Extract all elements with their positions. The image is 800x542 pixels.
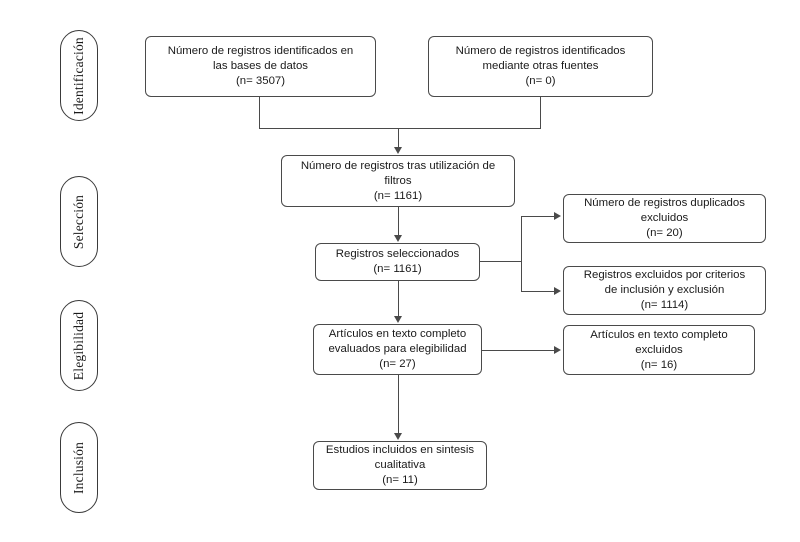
stage-label-text: Identificación bbox=[71, 36, 87, 115]
arrowhead-to-duplicates-excluded bbox=[554, 212, 561, 220]
stage-label-text: Inclusión bbox=[71, 441, 87, 494]
stage-label-inclusion: Inclusión bbox=[60, 422, 98, 513]
box-records-databases: Número de registros identificados en las… bbox=[145, 36, 376, 97]
stage-label-seleccion: Selección bbox=[60, 176, 98, 267]
box-criteria-excluded: Registros excluidos por criterios de inc… bbox=[563, 266, 766, 315]
box-studies-included: Estudios incluidos en sintesis cualitati… bbox=[313, 441, 487, 490]
box-text: Número de registros identificados median… bbox=[455, 45, 626, 87]
box-text: Número de registros duplicados excluidos… bbox=[584, 197, 745, 239]
connector-screened-right bbox=[480, 261, 522, 263]
connector-screened-to-fulltext bbox=[398, 281, 400, 317]
box-text: Número de registros identificados en las… bbox=[167, 45, 354, 87]
box-records-screened: Registros seleccionados (n= 1161) bbox=[315, 243, 480, 281]
connector-other-sources-down bbox=[540, 97, 542, 129]
connector-fulltext-to-included bbox=[398, 375, 400, 434]
box-records-other-sources: Número de registros identificados median… bbox=[428, 36, 653, 97]
box-duplicates-excluded: Número de registros duplicados excluidos… bbox=[563, 194, 766, 243]
arrowhead-to-records-screened bbox=[394, 235, 402, 242]
connector-fulltext-to-excluded bbox=[482, 350, 555, 352]
box-text: Número de registros tras utilización de … bbox=[300, 159, 496, 202]
connector-filters-to-screened bbox=[398, 207, 400, 236]
stage-label-text: Selección bbox=[71, 194, 86, 249]
box-text: Registros seleccionados (n= 1161) bbox=[335, 248, 460, 275]
arrowhead-to-fulltext-excluded bbox=[554, 346, 561, 354]
box-fulltext-assessed: Artículos en texto completo evaluados pa… bbox=[313, 324, 482, 375]
arrowhead-to-criteria-excluded bbox=[554, 287, 561, 295]
connector-merge-horizontal bbox=[259, 128, 541, 130]
connector-branch-vertical bbox=[521, 216, 523, 292]
box-text: Estudios incluidos en sintesis cualitati… bbox=[325, 444, 475, 486]
arrowhead-to-records-after-filters bbox=[394, 147, 402, 154]
box-text: Artículos en texto completo evaluados pa… bbox=[328, 328, 467, 370]
box-text: Artículos en texto completo excluidos (n… bbox=[590, 328, 728, 371]
stage-label-elegibilidad: Elegibilidad bbox=[60, 300, 98, 391]
stage-label-identificacion: Identificación bbox=[60, 30, 98, 121]
connector-branch-to-criteria bbox=[521, 291, 555, 293]
connector-merge-down bbox=[398, 128, 400, 148]
box-fulltext-excluded: Artículos en texto completo excluidos (n… bbox=[563, 325, 755, 375]
arrowhead-to-fulltext-assessed bbox=[394, 316, 402, 323]
arrowhead-to-studies-included bbox=[394, 433, 402, 440]
box-records-after-filters: Número de registros tras utilización de … bbox=[281, 155, 515, 207]
connector-branch-to-duplicates bbox=[521, 216, 555, 218]
connector-databases-down bbox=[259, 97, 261, 129]
box-text: Registros excluidos por criterios de inc… bbox=[583, 269, 746, 311]
stage-label-text: Elegibilidad bbox=[71, 311, 87, 380]
